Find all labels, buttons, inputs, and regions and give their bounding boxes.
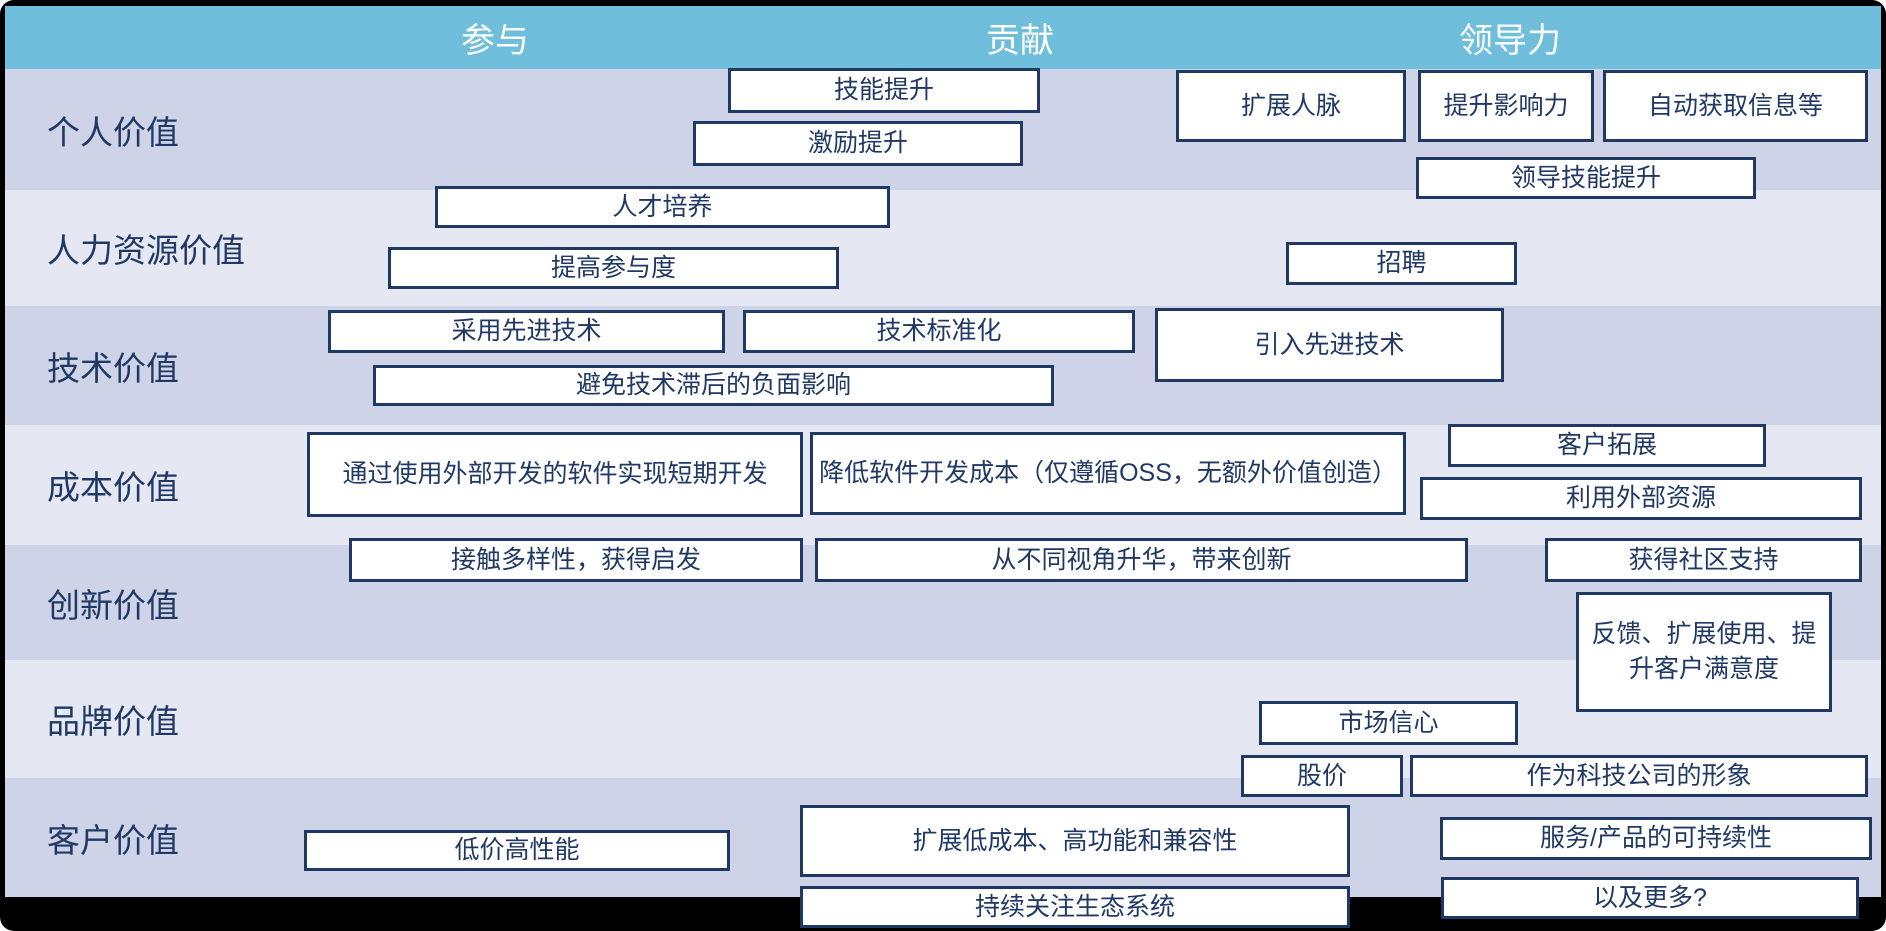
row-hr-value: 人力资源价值 bbox=[5, 190, 1881, 306]
row-label-personal-value: 个人价值 bbox=[47, 113, 179, 151]
box-recruiting: 招聘 bbox=[1286, 242, 1517, 285]
box-customer-expansion: 客户拓展 bbox=[1448, 424, 1766, 467]
box-ecosystem-focus: 持续关注生态系统 bbox=[800, 886, 1350, 928]
box-expand-network: 扩展人脉 bbox=[1176, 70, 1406, 142]
box-introduce-advanced-tech: 引入先进技术 bbox=[1155, 308, 1504, 382]
row-label-brand-value: 品牌价值 bbox=[47, 703, 179, 740]
box-skill-improvement: 技能提升 bbox=[728, 68, 1040, 113]
box-low-price-high-performance: 低价高性能 bbox=[304, 830, 730, 871]
row-label-hr-value: 人力资源价值 bbox=[47, 232, 245, 269]
column-header-contribution: 贡献 bbox=[986, 22, 1054, 60]
column-header-band: 参与 贡献 领导力 bbox=[5, 6, 1881, 69]
row-label-technical-value: 技术价值 bbox=[47, 349, 179, 387]
column-header-leadership: 领导力 bbox=[1459, 22, 1561, 60]
box-reduce-dev-cost-oss: 降低软件开发成本（仅遵循OSS，无额外价值创造） bbox=[810, 432, 1406, 515]
box-feedback-usage-satisfaction: 反馈、扩展使用、提升客户满意度 bbox=[1576, 592, 1832, 712]
box-stock-price: 股价 bbox=[1241, 755, 1403, 797]
box-increase-influence: 提升影响力 bbox=[1418, 70, 1594, 142]
box-incentive-improvement: 激励提升 bbox=[693, 121, 1023, 166]
box-market-confidence: 市场信心 bbox=[1259, 701, 1518, 745]
box-expand-cost-function-compat: 扩展低成本、高功能和兼容性 bbox=[800, 805, 1350, 877]
box-auto-info-acquisition: 自动获取信息等 bbox=[1603, 70, 1868, 142]
row-label-innovation-value: 创新价值 bbox=[47, 586, 179, 624]
row-label-customer-value: 客户价值 bbox=[47, 821, 179, 859]
box-short-term-dev-external-software: 通过使用外部开发的软件实现短期开发 bbox=[307, 432, 803, 517]
column-header-participation: 参与 bbox=[461, 22, 529, 60]
row-label-cost-value: 成本价值 bbox=[47, 469, 179, 506]
box-and-more: 以及更多? bbox=[1441, 877, 1859, 919]
box-perspective-innovation: 从不同视角升华，带来创新 bbox=[815, 538, 1468, 582]
box-service-sustainability: 服务/产品的可持续性 bbox=[1440, 817, 1872, 860]
box-tech-standardization: 技术标准化 bbox=[743, 310, 1135, 353]
box-tech-company-image: 作为科技公司的形象 bbox=[1410, 755, 1868, 797]
box-diversity-inspiration: 接触多样性，获得启发 bbox=[349, 538, 803, 582]
box-leadership-skill-improvement: 领导技能提升 bbox=[1416, 157, 1756, 199]
box-talent-development: 人才培养 bbox=[435, 186, 890, 228]
box-avoid-tech-lag: 避免技术滞后的负面影响 bbox=[373, 365, 1054, 406]
box-adopt-advanced-tech: 采用先进技术 bbox=[328, 310, 725, 353]
box-increase-engagement: 提高参与度 bbox=[388, 247, 839, 289]
box-community-support: 获得社区支持 bbox=[1545, 538, 1862, 582]
box-leverage-external-resources: 利用外部资源 bbox=[1420, 477, 1862, 520]
